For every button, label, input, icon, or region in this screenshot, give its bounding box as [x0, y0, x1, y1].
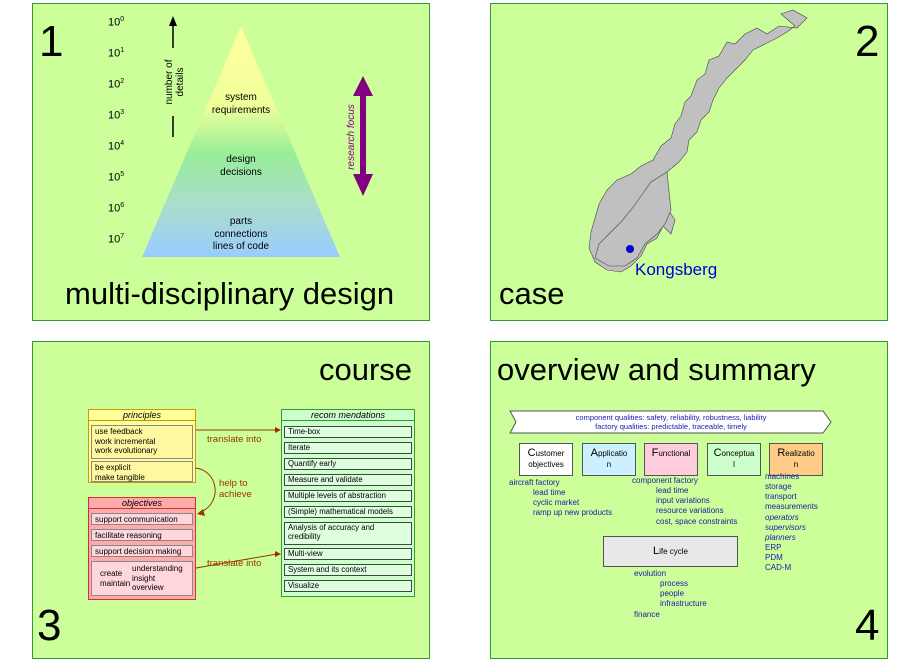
panel-title: course — [319, 352, 413, 387]
principles-group-feedback: use feedback work incremental work evolu… — [91, 425, 193, 459]
recommendation-item: Measure and validate — [284, 474, 412, 486]
magnitude-label: 103 — [108, 109, 125, 122]
objectives-title: objectives — [89, 498, 195, 509]
research-focus-label: research focus — [346, 104, 357, 170]
functional-list: component factory lead time input variat… — [632, 476, 738, 526]
course-arrows — [194, 427, 281, 569]
recommendation-item: Multi-view — [284, 548, 412, 560]
magnitude-label: 104 — [108, 140, 125, 153]
magnitude-label: 101 — [108, 47, 125, 60]
pyramid — [142, 26, 340, 257]
panel-title: multi-disciplinary design — [65, 276, 395, 311]
location-marker — [626, 245, 634, 253]
principles-title: principles — [89, 410, 195, 421]
norway-south-bulge — [594, 171, 672, 267]
research-arrow-down-icon — [353, 174, 373, 196]
recommendation-item: (Simple) mathematical models — [284, 506, 412, 518]
pyramid-diagram — [142, 16, 373, 257]
objective-item: support communication — [91, 513, 193, 525]
qualities-banner — [509, 410, 832, 434]
view-box-functional: Functional — [644, 443, 698, 476]
panel-case: 2 Kongsberg case — [490, 3, 888, 321]
location-label: Kongsberg — [635, 260, 718, 279]
objective-item-understanding: create maintain understanding insight ov… — [91, 561, 193, 596]
panel-course: course 3 principles use feedback work in… — [32, 341, 430, 659]
magnitude-scale: 100 101 102 103 104 105 106 107 — [108, 16, 138, 264]
panel-number: 1 — [39, 17, 64, 66]
arrow-right-icon — [275, 427, 281, 433]
view-box-customer: Customer objectives — [519, 443, 573, 476]
qualities-banner-text: component qualities: safety, reliability… — [575, 413, 767, 432]
arrow-left-icon — [197, 509, 205, 516]
magnitude-label: 100 — [108, 16, 125, 29]
view-box-realization: Realizatio n — [769, 443, 823, 476]
panel-number: 3 — [37, 601, 62, 650]
translate-label-bottom: translate into — [207, 558, 262, 569]
panel-title: overview and summary — [497, 352, 816, 387]
magnitude-label: 105 — [108, 171, 125, 184]
axis-arrow-up-icon — [169, 16, 177, 26]
arrow-right-icon — [275, 551, 281, 557]
panel-title: case — [499, 276, 565, 311]
magnitude-label: 107 — [108, 233, 125, 246]
magnitude-label: 106 — [108, 202, 125, 215]
lifecycle-list: evolution process people infrastructure … — [634, 569, 707, 619]
norway-map — [588, 9, 808, 273]
recommendations-title: recom mendations — [282, 410, 414, 421]
lifecycle-box: Life cycle — [603, 536, 738, 567]
magnitude-label: 102 — [108, 78, 125, 91]
objective-item: support decision making — [91, 545, 193, 557]
recommendation-item: System and its context — [284, 564, 412, 576]
panel-number: 2 — [855, 17, 880, 66]
recommendation-item: Analysis of accuracy and credibility — [284, 522, 412, 545]
panel-number: 4 — [855, 601, 880, 650]
research-arrow-up-icon — [353, 76, 373, 96]
help-achieve-label: help to achieve — [219, 478, 252, 500]
view-box-conceptual: Conceptua l — [707, 443, 761, 476]
principles-group-explicit: be explicit make tangible — [91, 461, 193, 482]
recommendation-item: Iterate — [284, 442, 412, 454]
translate-label-top: translate into — [207, 434, 262, 445]
view-box-application: Applicatio n — [582, 443, 636, 476]
realization-list: machines storage transport measurements … — [765, 472, 818, 573]
axis-label: number of details — [164, 59, 186, 105]
objective-item: facilitate reasoning — [91, 529, 193, 541]
recommendation-item: Visualize — [284, 580, 412, 592]
panel-multidisciplinary-design: 1 100 101 102 103 104 105 106 107 — [32, 3, 430, 321]
panel-overview: overview and summary 4 component qualiti… — [490, 341, 888, 659]
recommendation-item: Multiple levels of abstraction — [284, 490, 412, 502]
recommendation-item: Quantify early — [284, 458, 412, 470]
customer-list: aircraft factory lead time cyclic market… — [509, 478, 613, 518]
recommendation-item: Time-box — [284, 426, 412, 438]
